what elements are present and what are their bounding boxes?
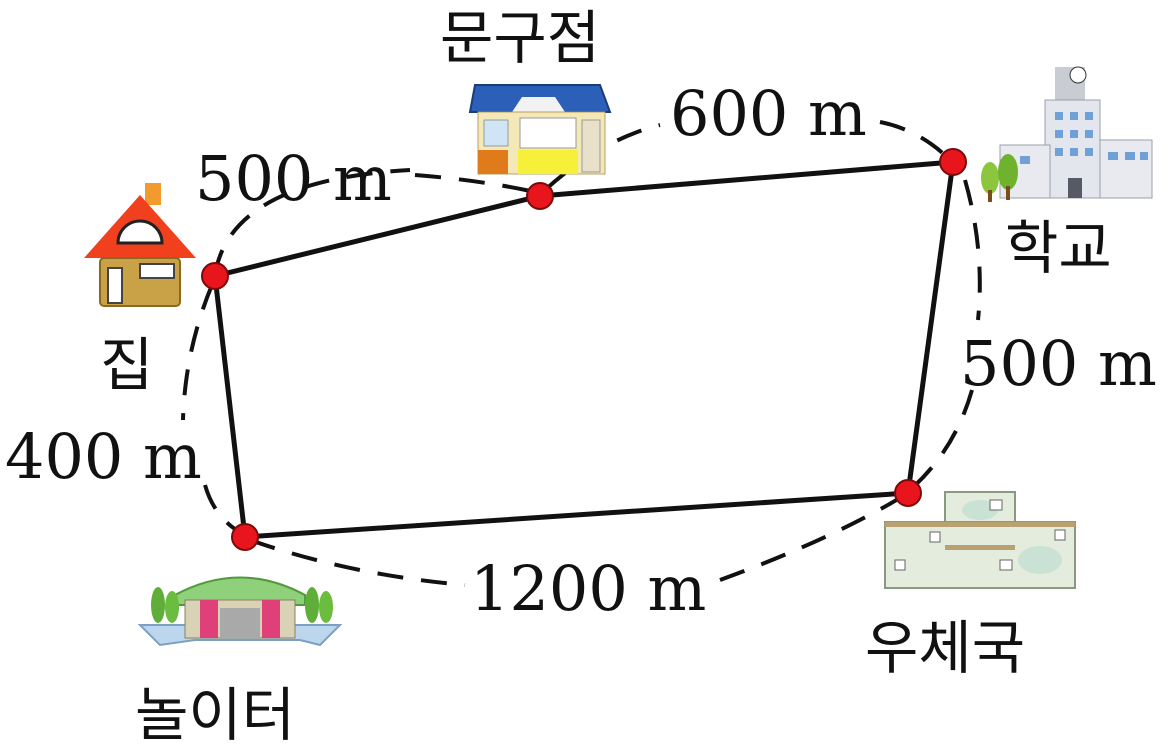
- node-stationery: [526, 182, 554, 210]
- arc-home-stationery: [213, 168, 411, 276]
- arc-school-post: [963, 179, 982, 321]
- arc-home-playground: [181, 284, 214, 421]
- place-stationery: 문구점: [440, 4, 600, 72]
- place-home: 집: [100, 331, 153, 399]
- house-icon: [84, 183, 196, 307]
- arc-playground-post-2: [719, 493, 907, 582]
- post-office-icon: [884, 491, 1076, 589]
- place-post-office: 우체국: [865, 614, 1025, 682]
- node-post-office: [894, 479, 922, 507]
- distance-home-playground: 400 m: [5, 420, 202, 493]
- arc-school-post-2: [908, 389, 974, 492]
- arc-stationery-school-2: [879, 120, 952, 162]
- node-home: [201, 262, 229, 290]
- route-path: [212, 159, 956, 540]
- distance-playground-post: 1200 m: [470, 552, 706, 625]
- arc-playground-post: [249, 538, 466, 587]
- distance-stationery-school: 600 m: [670, 77, 867, 150]
- place-school: 학교: [1005, 214, 1112, 282]
- playground-icon: [137, 576, 343, 647]
- node-playground: [231, 523, 259, 551]
- distance-home-stationery: 500 m: [195, 142, 392, 215]
- node-school: [939, 148, 967, 176]
- stationery-store-icon: [468, 84, 612, 175]
- school-building-icon: [981, 66, 1153, 202]
- place-playground: 놀이터: [135, 681, 295, 749]
- arc-home-stationery-2: [414, 173, 536, 194]
- distance-school-post: 500 m: [960, 327, 1157, 400]
